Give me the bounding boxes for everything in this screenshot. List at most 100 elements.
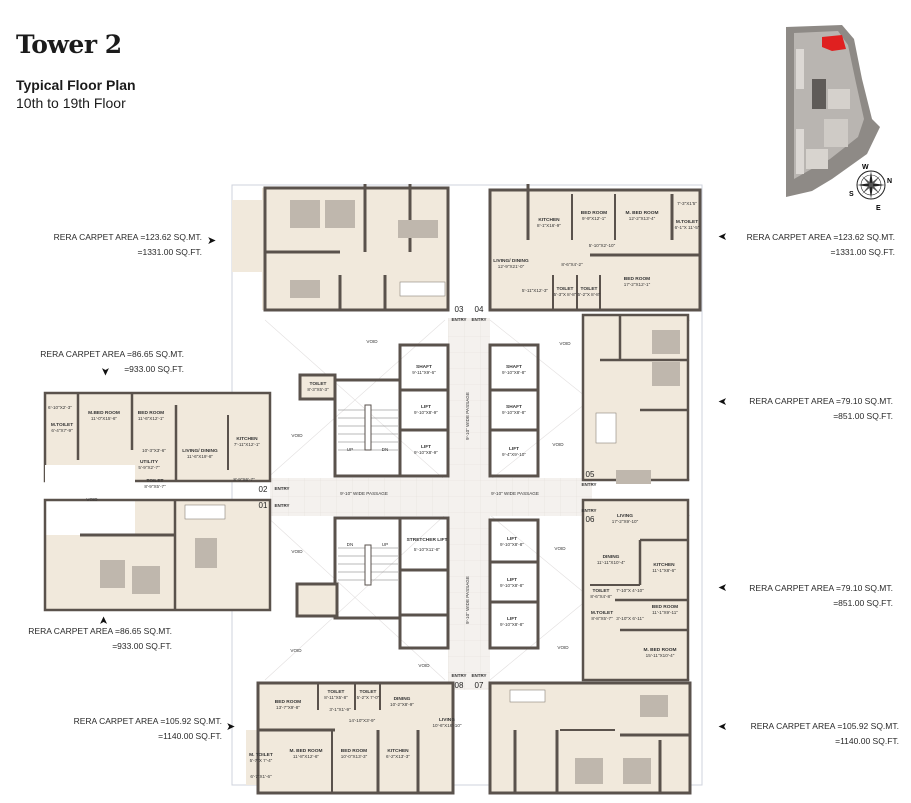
arrow-left-icon: ➤ (718, 231, 728, 243)
svg-text:TOILET: TOILET (557, 286, 574, 292)
svg-text:BED ROOM: BED ROOM (652, 604, 678, 610)
svg-text:9'-9"X12'-1": 9'-9"X12'-1" (582, 216, 606, 221)
svg-text:5'-9"X2'-7": 5'-9"X2'-7" (138, 465, 160, 470)
svg-text:UP: UP (382, 542, 388, 547)
svg-text:DINING: DINING (603, 554, 620, 560)
svg-text:5'-7"X 7'-4": 5'-7"X 7'-4" (250, 758, 273, 763)
svg-text:TOILET: TOILET (593, 588, 610, 594)
svg-text:6'-7"X1'-6": 6'-7"X1'-6" (250, 774, 272, 779)
svg-text:W: W (862, 164, 869, 171)
svg-text:11'-1"X8'-6": 11'-1"X8'-6" (652, 568, 676, 573)
svg-text:VOID: VOID (554, 546, 566, 551)
svg-text:N: N (887, 178, 892, 185)
svg-text:8'-9"X5'-7": 8'-9"X5'-7" (144, 484, 166, 489)
svg-text:9'-10"X8'-8": 9'-10"X8'-8" (500, 542, 524, 547)
svg-text:01: 01 (259, 501, 268, 510)
svg-text:5'-2"X 8'-8": 5'-2"X 8'-8" (578, 292, 601, 297)
svg-text:5'-10"X2'-10": 5'-10"X2'-10" (589, 243, 616, 248)
unit-06 (581, 498, 690, 682)
svg-text:STRETCHER LIFT: STRETCHER LIFT (407, 537, 448, 543)
svg-text:LIFT: LIFT (421, 404, 431, 410)
svg-text:ENTRY: ENTRY (274, 503, 289, 508)
svg-text:VOID: VOID (559, 341, 571, 346)
svg-text:15'-11"X10'-4": 15'-11"X10'-4" (646, 653, 675, 658)
svg-text:SHAFT: SHAFT (506, 364, 522, 370)
svg-text:M. BED ROOM: M. BED ROOM (625, 210, 658, 216)
area-label-unit-07: RERA CARPET AREA =105.92 SQ.MT.=1140.00 … (750, 721, 899, 746)
svg-text:LIVING: LIVING (439, 717, 455, 723)
svg-text:5'-2"X 7'-0": 5'-2"X 7'-0" (357, 695, 380, 700)
svg-text:M. TOILET: M. TOILET (249, 752, 273, 758)
area-label-unit-05: RERA CARPET AREA =79.10 SQ.MT.=851.00 SQ… (749, 396, 893, 421)
svg-text:11'-0"X15'-6": 11'-0"X15'-6" (91, 416, 117, 421)
svg-text:11'-1"X9'-11": 11'-1"X9'-11" (652, 610, 678, 615)
unit-08 (246, 681, 455, 795)
svg-text:KITCHEN: KITCHEN (538, 217, 560, 223)
svg-text:KITCHEN: KITCHEN (236, 436, 258, 442)
svg-text:TOILET: TOILET (147, 478, 164, 484)
arrow-right-icon: ➤ (226, 721, 236, 733)
svg-text:8'-6"X4'-2": 8'-6"X4'-2" (561, 262, 583, 267)
svg-text:BED ROOM: BED ROOM (341, 748, 367, 754)
svg-text:LIFT: LIFT (421, 444, 431, 450)
svg-text:10'-2"X8'-9": 10'-2"X8'-9" (390, 702, 414, 707)
svg-text:12'-2"X13'-4": 12'-2"X13'-4" (629, 216, 656, 221)
arrow-left-icon: ➤ (718, 582, 728, 594)
arrow-left-icon: ➤ (718, 721, 728, 733)
svg-text:9'-11"X9'-6": 9'-11"X9'-6" (412, 370, 436, 375)
svg-text:ENTRY: ENTRY (471, 673, 486, 678)
area-label-unit-01: RERA CARPET AREA =86.65 SQ.MT.=933.00 SQ… (28, 626, 172, 651)
core-left (295, 343, 450, 650)
arrow-left-icon: ➤ (718, 396, 728, 408)
svg-text:6'-1"X 11'-5": 6'-1"X 11'-5" (675, 225, 700, 230)
svg-text:BED ROOM: BED ROOM (275, 699, 301, 705)
svg-text:12'-9"X21'-0": 12'-9"X21'-0" (498, 264, 525, 269)
svg-text:TOILET: TOILET (360, 689, 377, 695)
plan-subtitle: Typical Floor Plan (16, 77, 136, 93)
svg-text:M.TOILET: M.TOILET (676, 219, 698, 225)
svg-text:KITCHEN: KITCHEN (653, 562, 675, 568)
svg-text:9'-10"X8'-8": 9'-10"X8'-8" (500, 583, 524, 588)
svg-text:7'-10"X 4'-10": 7'-10"X 4'-10" (616, 588, 644, 593)
svg-text:9'-10" WIDE PASSAGE: 9'-10" WIDE PASSAGE (465, 576, 470, 624)
svg-text:TOILET: TOILET (581, 286, 598, 292)
svg-text:TOILET: TOILET (328, 689, 345, 695)
svg-text:11'-6"X12'-1": 11'-6"X12'-1" (138, 416, 164, 421)
area-label-unit-03: RERA CARPET AREA =123.62 SQ.MT.=1331.00 … (53, 232, 202, 257)
svg-text:8'-9"X6'-7": 8'-9"X6'-7" (233, 477, 255, 482)
svg-text:ENTRY: ENTRY (274, 486, 289, 491)
svg-text:9'-4"X9'-10": 9'-4"X9'-10" (502, 452, 526, 457)
svg-text:BED ROOM: BED ROOM (138, 410, 164, 416)
svg-text:VOID: VOID (86, 497, 98, 502)
svg-text:5'-3"X 8'-8": 5'-3"X 8'-8" (554, 292, 577, 297)
svg-text:S: S (849, 191, 854, 198)
svg-text:VOID: VOID (290, 648, 302, 653)
svg-text:LIVING/ DINING: LIVING/ DINING (493, 258, 529, 264)
core-right (488, 343, 540, 650)
svg-text:SHAFT: SHAFT (506, 404, 522, 410)
svg-text:8'-1"X16'-9": 8'-1"X16'-9" (537, 223, 561, 228)
svg-text:M.TOILET: M.TOILET (51, 422, 73, 428)
svg-text:17'-2"X9'-10": 17'-2"X9'-10" (612, 519, 639, 524)
svg-text:9'-10"X8'-8": 9'-10"X8'-8" (500, 622, 524, 627)
svg-text:UP: UP (347, 447, 353, 452)
svg-text:06: 06 (586, 515, 595, 524)
svg-text:9'-10"X8'-8": 9'-10"X8'-8" (502, 370, 526, 375)
svg-text:9'-10"X8'-8": 9'-10"X8'-8" (502, 410, 526, 415)
horizontal-passage (270, 478, 592, 516)
svg-text:7'-11"X12'-1": 7'-11"X12'-1" (234, 442, 260, 447)
svg-text:LIVING/ DINING: LIVING/ DINING (182, 448, 218, 454)
area-label-unit-02: RERA CARPET AREA =86.65 SQ.MT.=933.00 SQ… (40, 349, 184, 374)
unit-03 (232, 184, 450, 312)
svg-text:03: 03 (455, 305, 464, 314)
svg-text:10'-0"X13'-3": 10'-0"X13'-3" (341, 754, 368, 759)
svg-text:9'-10" WIDE PASSAGE: 9'-10" WIDE PASSAGE (491, 491, 539, 496)
page-title: Tower 2 (16, 30, 122, 59)
svg-text:LIFT: LIFT (507, 616, 517, 622)
svg-text:9'-10" WIDE PASSAGE: 9'-10" WIDE PASSAGE (465, 392, 470, 440)
svg-text:ENTRY: ENTRY (581, 482, 596, 487)
svg-text:ENTRY: ENTRY (451, 317, 466, 322)
svg-text:6'-10"X2'-3": 6'-10"X2'-3" (48, 405, 72, 410)
floor-range: 10th to 19th Floor (16, 95, 126, 111)
unit-04 (488, 184, 702, 312)
